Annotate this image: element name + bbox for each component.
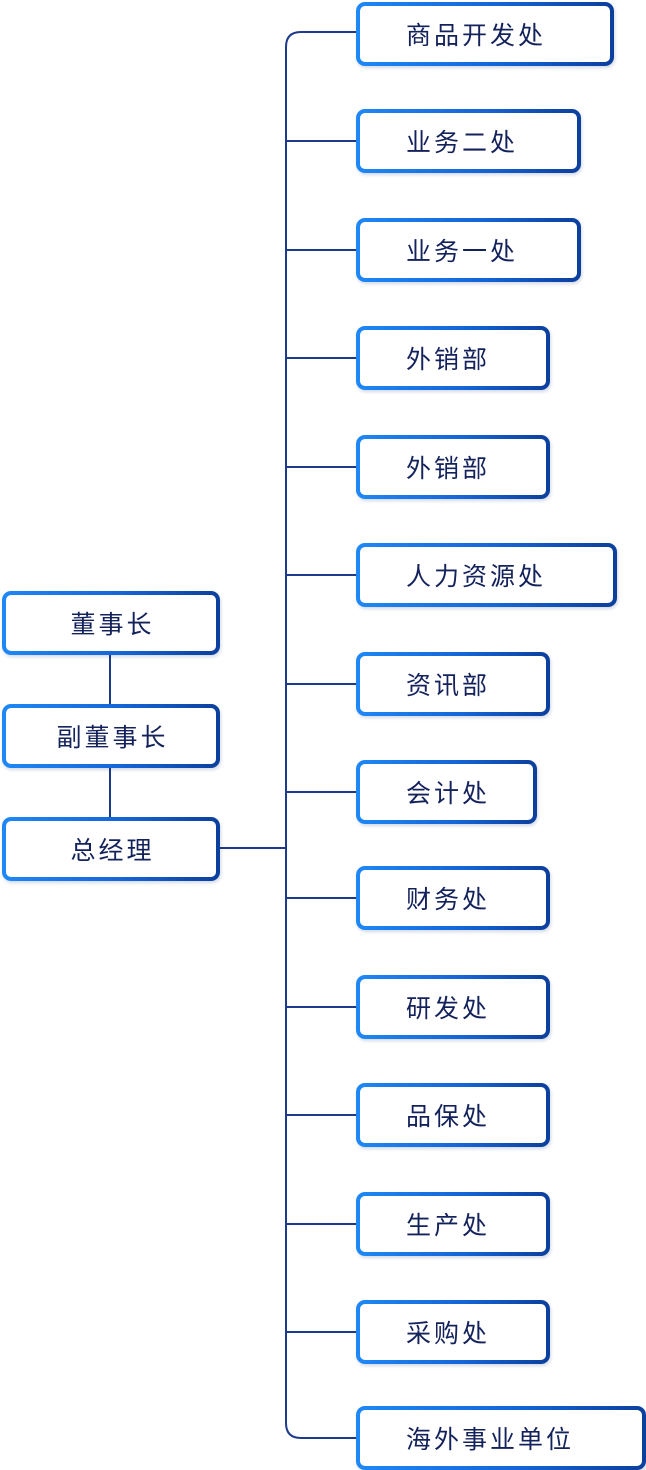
dept-finance[interactable]: 财务处 [356,866,550,930]
dept-product-development[interactable]: 商品开发处 [356,2,614,66]
dept-label: 研发处 [406,994,491,1023]
dept-label: 采购处 [406,1319,491,1348]
dept-overseas-business[interactable]: 海外事业单位 [356,1406,646,1470]
dept-label: 人力资源处 [406,562,547,591]
dept-accounting[interactable]: 会计处 [356,760,537,824]
dept-label: 外销部 [406,345,491,374]
node-general-manager[interactable]: 总经理 [2,817,220,881]
node-vice-chairman-label: 副董事长 [56,723,169,752]
dept-label: 商品开发处 [406,21,547,50]
node-chairman[interactable]: 董事长 [2,591,220,655]
dept-human-resources[interactable]: 人力资源处 [356,543,617,607]
dept-label: 资讯部 [406,671,491,700]
node-general-manager-label: 总经理 [70,836,155,865]
dept-business-2[interactable]: 业务二处 [356,109,581,173]
node-chairman-label: 董事长 [70,610,155,639]
dept-label: 生产处 [406,1211,491,1240]
dept-information[interactable]: 资讯部 [356,652,550,716]
dept-label: 海外事业单位 [406,1425,575,1454]
dept-label: 外销部 [406,454,491,483]
dept-quality-assurance[interactable]: 品保处 [356,1083,550,1147]
dept-label: 品保处 [406,1102,491,1131]
dept-rnd[interactable]: 研发处 [356,975,550,1039]
node-vice-chairman[interactable]: 副董事长 [2,704,220,768]
dept-label: 业务一处 [406,237,519,266]
dept-label: 业务二处 [406,128,519,157]
dept-label: 会计处 [406,779,491,808]
dept-business-1[interactable]: 业务一处 [356,218,581,282]
dept-label: 财务处 [406,885,491,914]
connector-trunk [285,31,356,1439]
branch-connectors [286,140,356,1333]
dept-export-b[interactable]: 外销部 [356,435,550,499]
dept-production[interactable]: 生产处 [356,1192,550,1256]
dept-procurement[interactable]: 采购处 [356,1300,550,1364]
dept-export-a[interactable]: 外销部 [356,326,550,390]
